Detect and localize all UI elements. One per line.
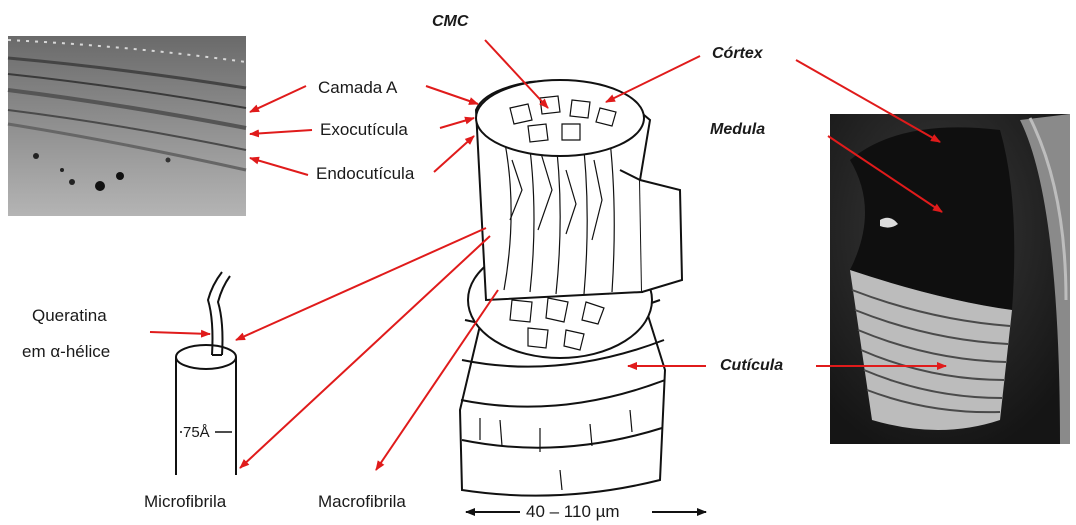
label-camada-a: Camada A bbox=[318, 78, 397, 98]
label-endocuticula: Endocutícula bbox=[316, 164, 414, 184]
sem-micrograph bbox=[830, 114, 1070, 444]
tem-micrograph bbox=[8, 36, 246, 216]
label-cuticula: Cutícula bbox=[720, 356, 783, 376]
label-microfibrila: Microfibrila bbox=[144, 492, 226, 512]
label-medula: Medula bbox=[710, 120, 765, 140]
label-cmc: CMC bbox=[432, 12, 468, 32]
microfibril-drawing bbox=[176, 272, 236, 475]
label-scale: 40 – 110 µm bbox=[526, 502, 620, 522]
label-diameter: 75Å bbox=[182, 423, 211, 443]
label-cortex: Córtex bbox=[712, 44, 763, 64]
hair-fiber-sketch bbox=[460, 80, 682, 496]
label-macrofibrila: Macrofibrila bbox=[318, 492, 406, 512]
label-alpha-helix: em α-hélice bbox=[22, 342, 110, 362]
label-exocuticula: Exocutícula bbox=[320, 120, 408, 140]
label-queratina: Queratina bbox=[32, 306, 107, 326]
